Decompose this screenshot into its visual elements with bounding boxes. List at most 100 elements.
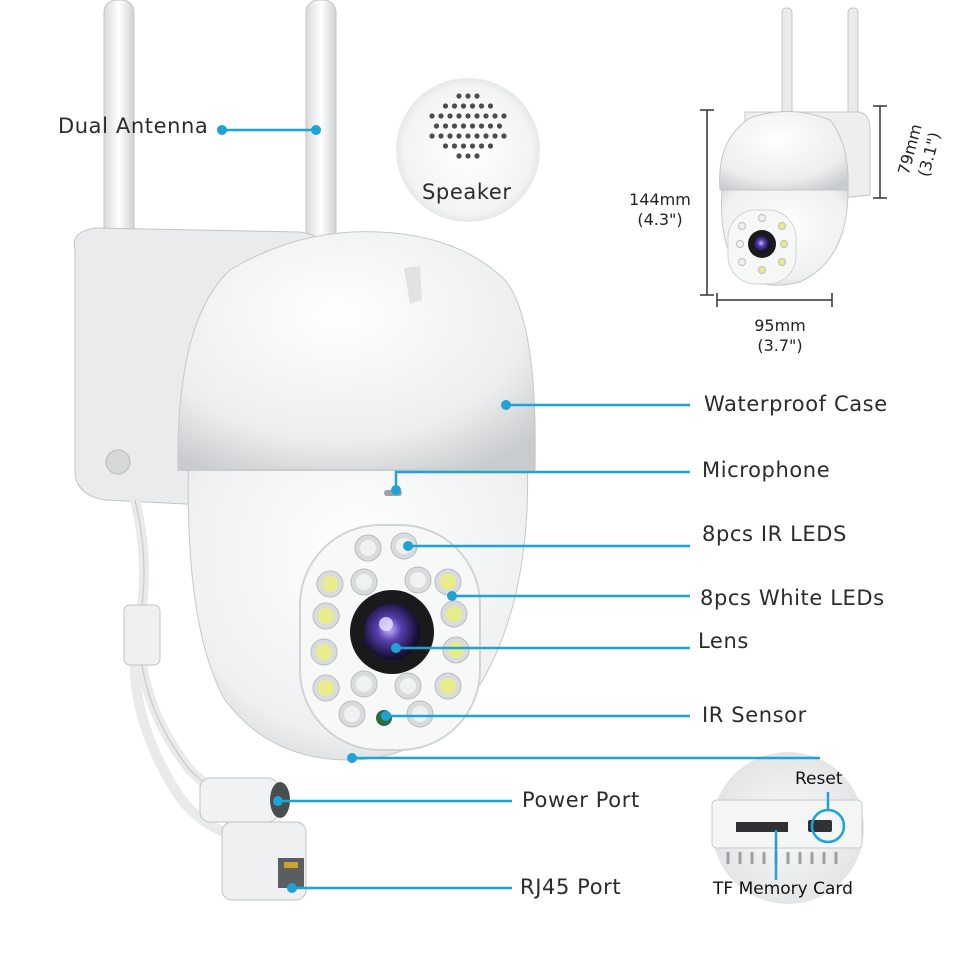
label-waterproof-case: Waterproof Case — [704, 392, 888, 416]
speaker-hole — [474, 153, 480, 159]
speaker-hole — [429, 133, 435, 139]
speaker-hole — [456, 113, 462, 119]
speaker-hole — [474, 113, 480, 119]
speaker-hole — [487, 103, 494, 109]
width-inches: (3.7") — [757, 336, 803, 355]
callout-dot — [273, 796, 283, 806]
callout-dot — [381, 711, 391, 721]
tf-card-slot — [736, 822, 788, 832]
mini-led — [758, 214, 766, 222]
speaker-hole — [474, 133, 480, 139]
label-rj45-port: RJ45 Port — [520, 875, 622, 899]
label-ir-leds: 8pcs IR LEDS — [702, 522, 847, 546]
speaker-hole — [442, 103, 449, 109]
ir-led — [404, 566, 432, 594]
callout-dot — [447, 591, 457, 601]
speaker-hole — [438, 113, 444, 119]
speaker-hole — [447, 133, 453, 139]
dome-notch — [404, 266, 422, 304]
speaker-hole — [478, 103, 485, 109]
speaker-hole — [501, 133, 507, 139]
speaker-hole — [465, 93, 471, 99]
label-reset: Reset — [795, 769, 843, 789]
speaker-hole — [492, 113, 498, 119]
speaker-hole — [429, 113, 435, 119]
speaker-hole — [469, 103, 476, 109]
cable-junction — [123, 604, 161, 666]
ir-led — [350, 568, 378, 596]
mini-led — [738, 222, 746, 230]
speaker-hole — [451, 143, 458, 149]
white-led — [434, 672, 462, 700]
speaker-hole — [469, 143, 476, 149]
speaker-hole — [438, 133, 444, 139]
callout-dot — [403, 541, 413, 551]
width-mm: 95mm — [754, 316, 806, 335]
speaker-hole — [451, 123, 458, 129]
callout-dot — [391, 643, 401, 653]
speaker-hole — [465, 133, 471, 139]
label-ir-sensor: IR Sensor — [702, 703, 807, 727]
label-white-leds: 8pcs White LEDs — [700, 586, 885, 610]
speaker-hole — [456, 93, 462, 99]
speaker-hole — [469, 123, 476, 129]
dimension-width: 95mm (3.7") — [738, 316, 822, 356]
label-lens: Lens — [698, 629, 749, 653]
mini-led — [778, 258, 786, 266]
label-microphone: Microphone — [702, 458, 831, 482]
speaker-hole — [433, 123, 440, 129]
height-mm: 144mm — [629, 190, 691, 209]
label-speaker: Speaker — [422, 180, 512, 204]
speaker-hole — [460, 143, 467, 149]
white-led — [442, 636, 470, 664]
waterproof-dome — [177, 231, 536, 471]
mount-screw — [105, 449, 131, 475]
dimension-camera — [719, 7, 871, 286]
ir-led — [394, 672, 422, 700]
speaker-hole — [487, 123, 494, 129]
callout-dot — [311, 125, 321, 135]
speaker-hole — [451, 103, 458, 109]
speaker-hole — [496, 123, 503, 129]
white-led — [312, 602, 340, 630]
white-led — [316, 570, 344, 598]
speaker-hole — [456, 133, 462, 139]
speaker-hole — [483, 113, 489, 119]
callout-dot — [501, 400, 511, 410]
reset-button — [808, 820, 832, 832]
dimension-height: 144mm (4.3") — [620, 190, 700, 230]
speaker-grille — [429, 93, 507, 159]
callout-dot — [287, 883, 297, 893]
callout-dot — [347, 753, 357, 763]
led-array — [310, 532, 470, 728]
speaker-hole — [478, 143, 485, 149]
height-inches: (4.3") — [637, 210, 683, 229]
mini-led — [758, 266, 766, 274]
speaker-hole — [487, 143, 494, 149]
right-antenna — [305, 0, 337, 251]
mini-led — [780, 240, 788, 248]
camera-lens — [364, 604, 420, 660]
ir-led — [350, 670, 378, 698]
speaker-hole — [460, 123, 467, 129]
callout-dot — [391, 485, 401, 495]
ir-led — [354, 534, 382, 562]
speaker-hole — [483, 133, 489, 139]
rj45-connector — [221, 821, 307, 901]
speaker-hole — [442, 123, 449, 129]
callout-line — [394, 470, 690, 490]
speaker-hole — [478, 123, 485, 129]
ir-led — [406, 700, 434, 728]
callout-lines — [217, 125, 820, 893]
white-led — [434, 568, 462, 596]
label-tf-card: TF Memory Card — [713, 879, 853, 899]
mini-led — [738, 258, 746, 266]
speaker-hole — [460, 103, 467, 109]
speaker-hole — [492, 133, 498, 139]
speaker-hole — [465, 113, 471, 119]
speaker-hole — [447, 113, 453, 119]
label-power-port: Power Port — [522, 788, 640, 812]
callout-dot — [217, 125, 227, 135]
mini-led — [778, 222, 786, 230]
